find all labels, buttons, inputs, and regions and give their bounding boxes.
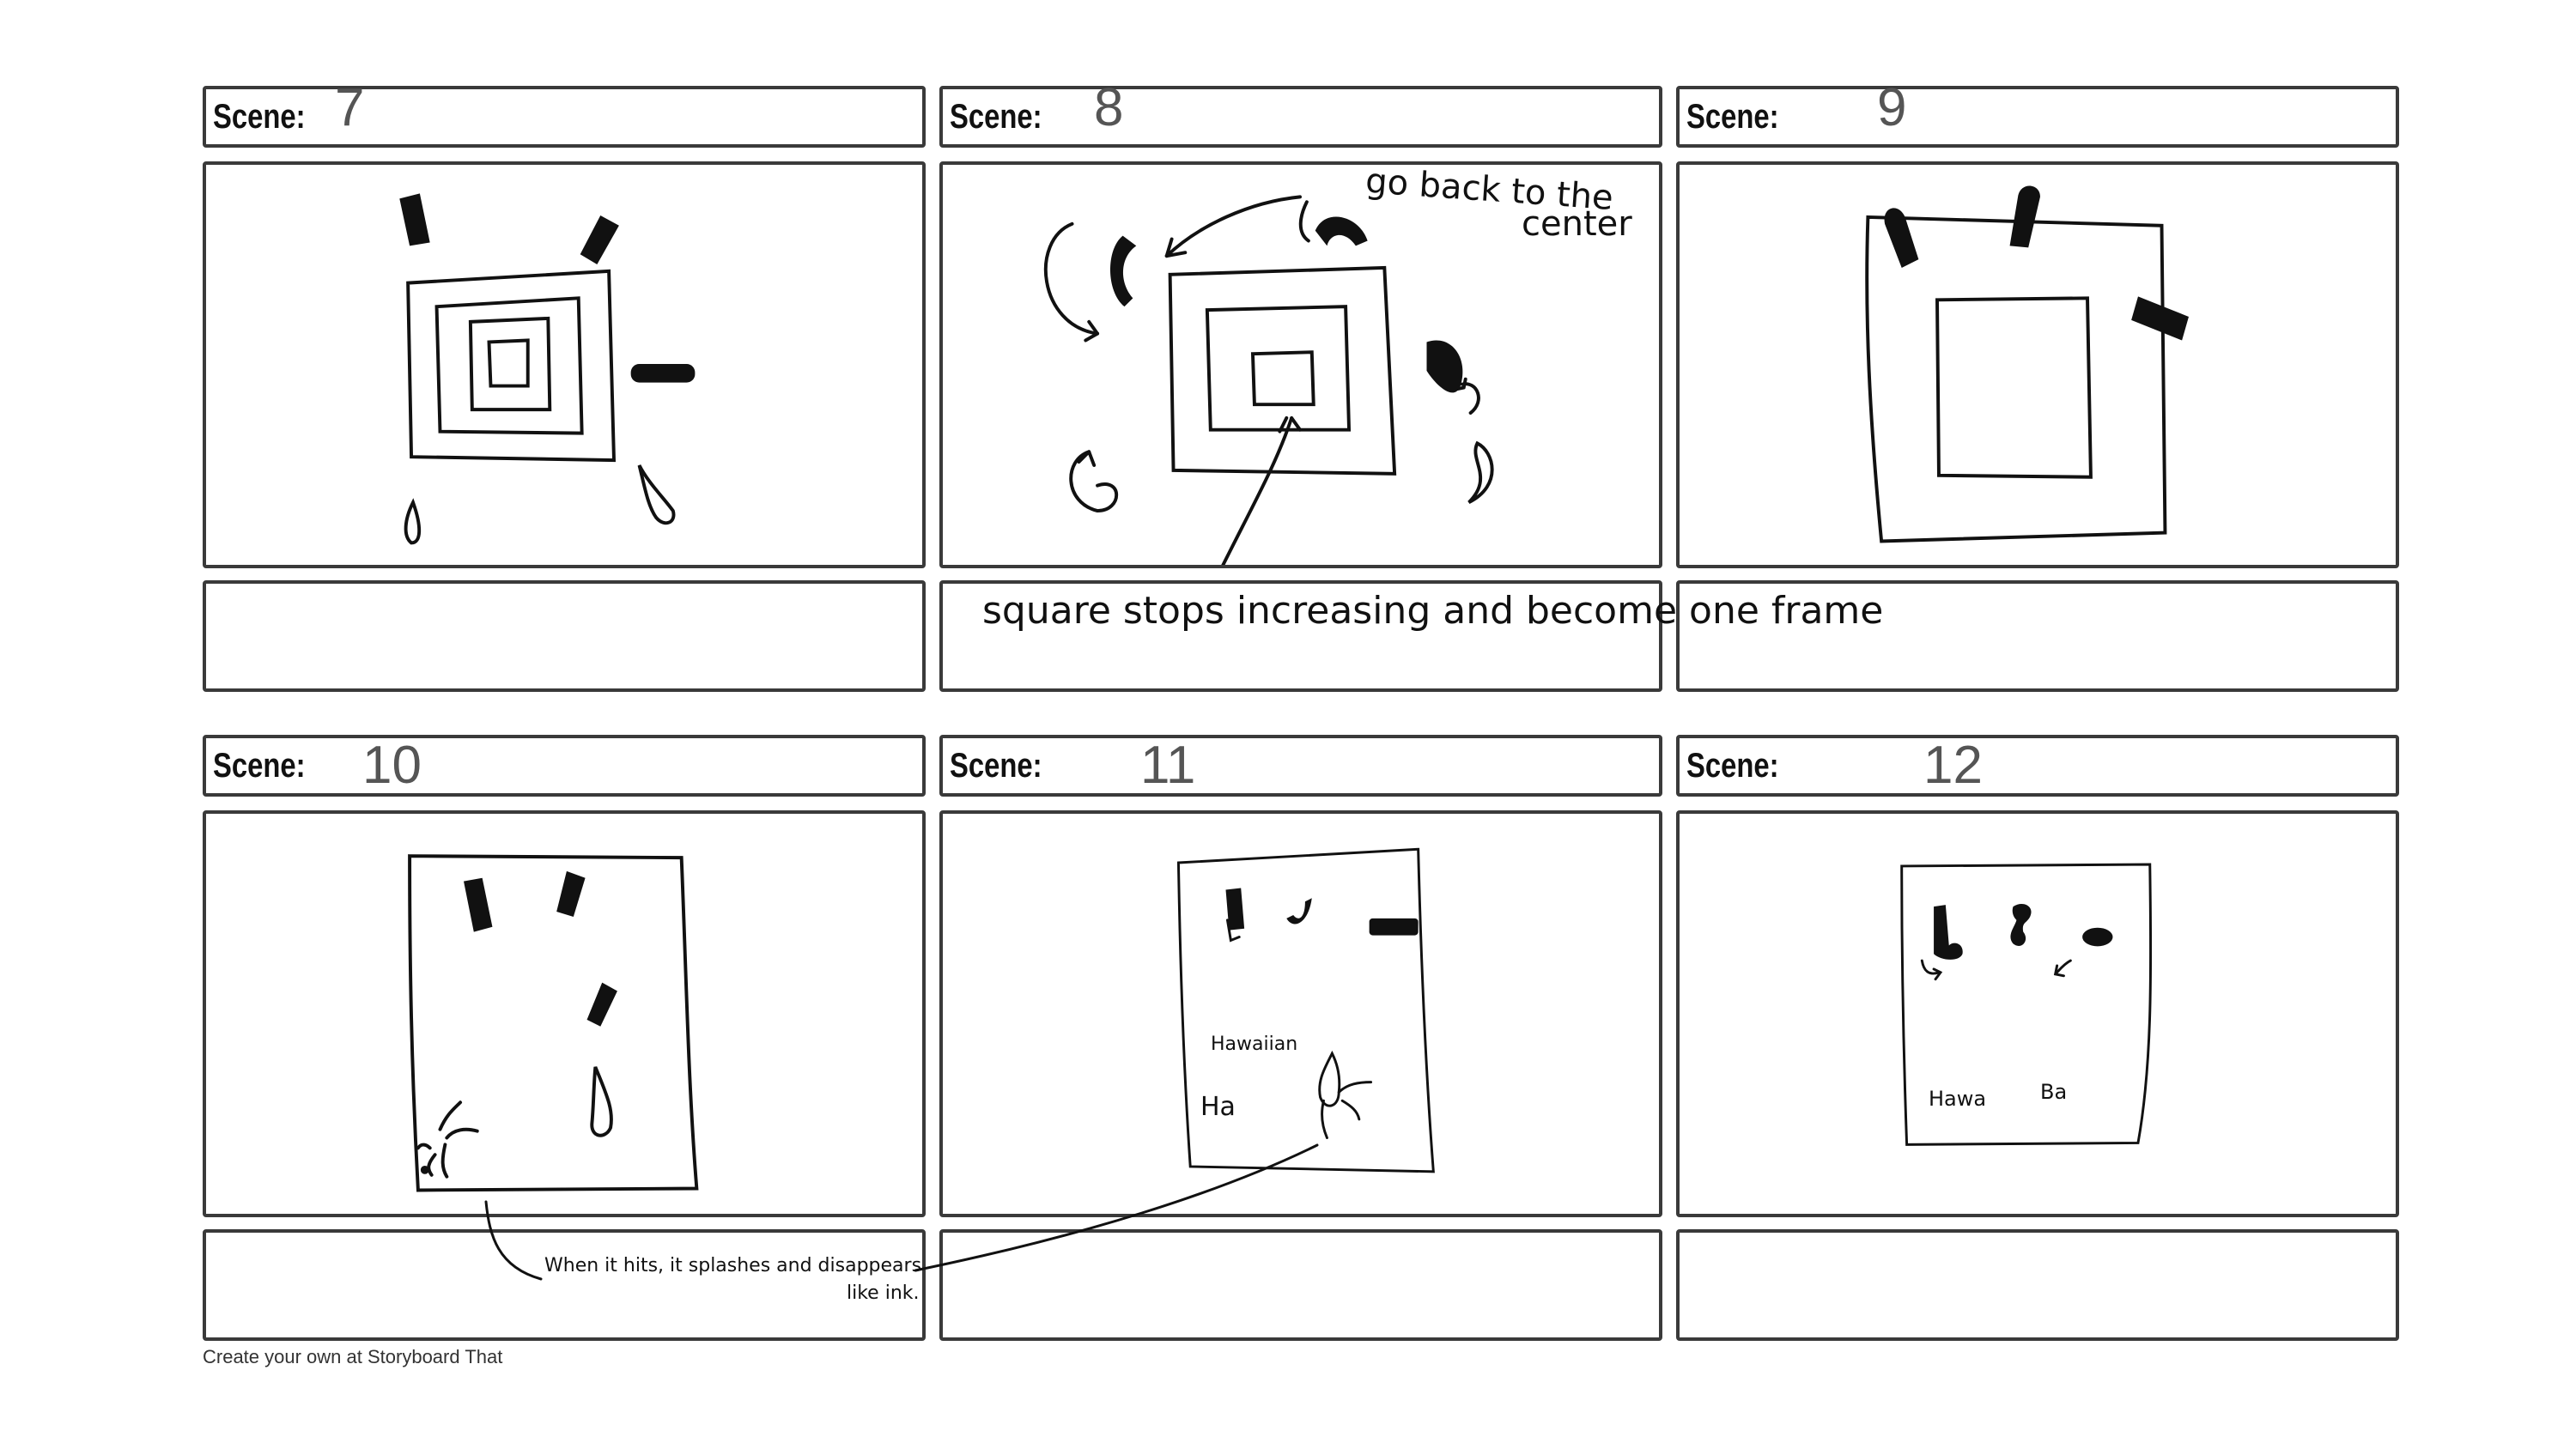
scene-number: 11 xyxy=(1140,736,1196,795)
scene-label: Scene: xyxy=(213,98,306,136)
footer-credit[interactable]: Create your own at Storyboard That xyxy=(203,1346,503,1367)
scene-label: Scene: xyxy=(950,747,1042,785)
scene-number: 8 xyxy=(1094,78,1124,137)
scene-caption-11 xyxy=(939,1229,1662,1341)
scene-header-8: Scene: 8 xyxy=(939,78,1662,148)
scene-11-sketch xyxy=(1176,847,1435,1173)
scene-label: Scene: xyxy=(1686,98,1779,136)
scene-frame-11: Hawaiian Ha xyxy=(939,810,1662,1217)
scene-8-sketch xyxy=(1043,195,1494,565)
scene-number: 9 xyxy=(1877,78,1907,137)
scene-label: Scene: xyxy=(213,747,306,785)
annotation-square-stops: square stops increasing and become one f… xyxy=(982,589,1884,633)
scene-12-sketch xyxy=(1900,863,2153,1146)
annotation-splash-line2: like ink. xyxy=(847,1282,920,1304)
scene-caption-8 xyxy=(939,580,1662,692)
scene-label: Scene: xyxy=(1686,747,1779,785)
scene-header-7: Scene: 7 xyxy=(203,78,926,148)
annotation-center: center xyxy=(1522,204,1632,244)
scene-frame-8: go back to the center xyxy=(939,161,1662,568)
scene-caption-10 xyxy=(203,1229,926,1341)
scene-frame-10 xyxy=(203,810,926,1217)
scene-number: 12 xyxy=(1923,736,1983,795)
scene-7-sketch xyxy=(399,193,696,545)
scene-number: 7 xyxy=(335,78,365,137)
scene-caption-9 xyxy=(1676,580,2399,692)
scene-10-sketch xyxy=(408,854,699,1192)
scene-label: Scene: xyxy=(950,98,1042,136)
annotation-ha: Ha xyxy=(1200,1092,1236,1122)
scene-header-11: Scene: 11 xyxy=(939,735,1662,797)
annotation-hawaiian: Hawaiian xyxy=(1211,1034,1298,1055)
annotation-ba: Ba xyxy=(2040,1080,2068,1104)
scene-frame-7 xyxy=(203,161,926,568)
scene-header-12: Scene: 12 xyxy=(1676,735,2399,797)
scene-header-9: Scene: 9 xyxy=(1676,78,2399,148)
scene-caption-7 xyxy=(203,580,926,692)
scene-header-10: Scene: 10 xyxy=(203,735,926,797)
scene-frame-9 xyxy=(1676,161,2399,568)
scene-caption-12 xyxy=(1676,1229,2399,1341)
annotation-hawa: Hawa xyxy=(1929,1087,1987,1111)
annotation-splash-line1: When it hits, it splashes and disappears xyxy=(544,1255,922,1276)
scene-frame-12: Hawa Ba xyxy=(1676,810,2399,1217)
scene-number: 10 xyxy=(362,736,422,795)
scene-9-sketch xyxy=(1865,185,2189,543)
